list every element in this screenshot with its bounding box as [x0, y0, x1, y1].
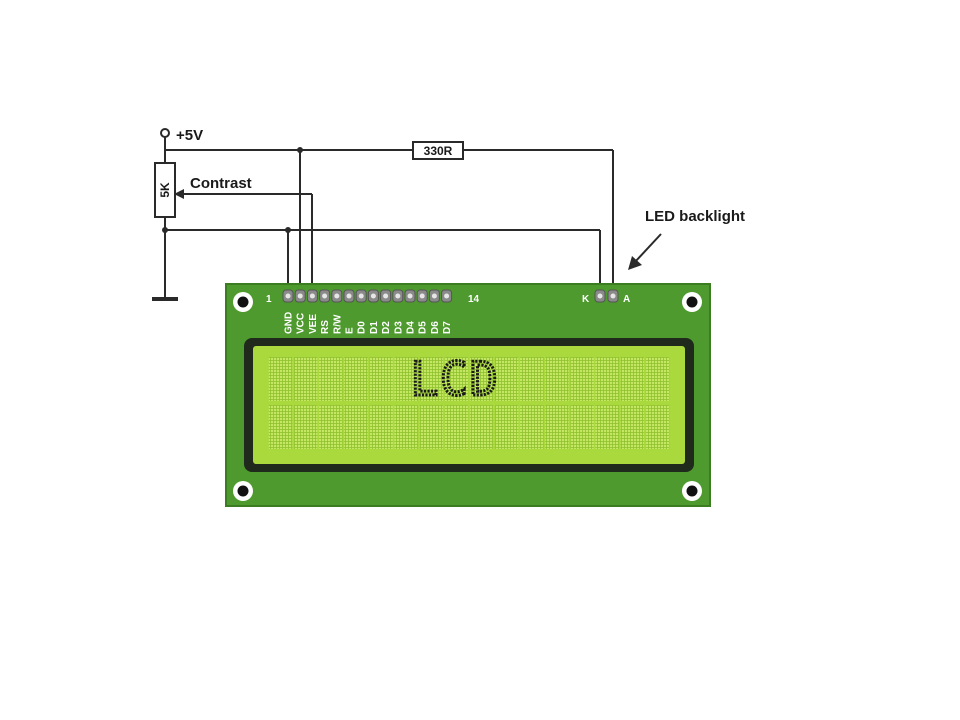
- character-cell: [268, 357, 293, 401]
- pin-label: D1: [369, 321, 380, 334]
- resistor-value: 330R: [424, 144, 453, 158]
- character-cell: [369, 405, 393, 449]
- potentiometer: 5K: [154, 162, 176, 218]
- character-cell: [469, 357, 494, 401]
- character-cell: [319, 357, 343, 401]
- pin-label: E: [345, 327, 356, 334]
- resistor: 330R: [412, 141, 464, 160]
- character-cell: [344, 405, 368, 449]
- pin-label: D3: [393, 321, 404, 334]
- character-cell: [595, 357, 619, 401]
- character-cell: [444, 357, 469, 401]
- header-pin: [294, 289, 306, 303]
- pin-label: D7: [442, 321, 453, 334]
- header-pin: [404, 289, 416, 303]
- backlight-pin-k: K: [582, 294, 590, 305]
- supply-terminal: [160, 128, 170, 138]
- pin-label: D4: [406, 321, 417, 334]
- character-cell: [319, 405, 343, 449]
- character-cell: [570, 405, 594, 449]
- character-cell: [645, 357, 670, 401]
- potentiometer-value: 5K: [158, 182, 172, 198]
- header-pin: [319, 289, 331, 303]
- backlight-pin: [594, 289, 606, 303]
- backlight-label: LED backlight: [645, 208, 745, 225]
- character-cell: [394, 357, 418, 401]
- pin-label: D6: [430, 321, 441, 334]
- mounting-holes: [233, 292, 702, 501]
- character-cell: [645, 405, 670, 449]
- character-cell: [268, 405, 293, 449]
- character-cells: [268, 357, 670, 449]
- character-cell: [293, 405, 318, 449]
- last-pin-number: 14: [468, 294, 480, 305]
- character-cell: [545, 405, 569, 449]
- first-pin-number: 1: [266, 294, 272, 305]
- header-pin: [367, 289, 379, 303]
- header-pin: [380, 289, 392, 303]
- pin-label: D0: [357, 321, 368, 334]
- character-cell: [620, 405, 645, 449]
- character-cell: [494, 357, 519, 401]
- contrast-label: Contrast: [190, 175, 252, 192]
- character-cell: [494, 405, 519, 449]
- character-cell: [620, 357, 645, 401]
- character-cell: [394, 405, 418, 449]
- header-pin: [392, 289, 404, 303]
- pin-label: D2: [381, 321, 392, 334]
- character-cell: [293, 357, 318, 401]
- pointer-arrow-icon: [628, 256, 642, 270]
- wiper-arrow-icon: [174, 189, 184, 199]
- header-pin: [343, 289, 355, 303]
- pin-label: GND: [284, 312, 295, 334]
- character-cell: [520, 357, 544, 401]
- header-pin: [355, 289, 367, 303]
- wiring: [152, 128, 662, 301]
- character-cell: [520, 405, 544, 449]
- header-pin: [306, 289, 318, 303]
- pin-label: R/W: [332, 314, 343, 334]
- pin-label: VCC: [296, 313, 307, 334]
- backlight-pin-a: A: [623, 294, 630, 305]
- header-pin: [331, 289, 343, 303]
- supply-label: +5V: [176, 127, 203, 144]
- character-cell: [545, 357, 569, 401]
- pin-label: VEE: [308, 314, 319, 334]
- header-pin: [441, 289, 453, 303]
- character-cell: [570, 357, 594, 401]
- ground-icon: [152, 297, 178, 301]
- character-cell: [469, 405, 494, 449]
- pin-header: [282, 289, 619, 303]
- character-cell: [369, 357, 393, 401]
- pin-label: RS: [320, 320, 331, 334]
- character-cell: [344, 357, 368, 401]
- display-text: LCD: [410, 352, 499, 406]
- character-cell: [444, 405, 469, 449]
- header-pin: [416, 289, 428, 303]
- character-cell: [419, 357, 444, 401]
- header-pin: [282, 289, 294, 303]
- character-cell: [595, 405, 619, 449]
- header-pin: [428, 289, 440, 303]
- character-cell: [419, 405, 444, 449]
- pin-label: D5: [418, 321, 429, 334]
- backlight-pin: [607, 289, 619, 303]
